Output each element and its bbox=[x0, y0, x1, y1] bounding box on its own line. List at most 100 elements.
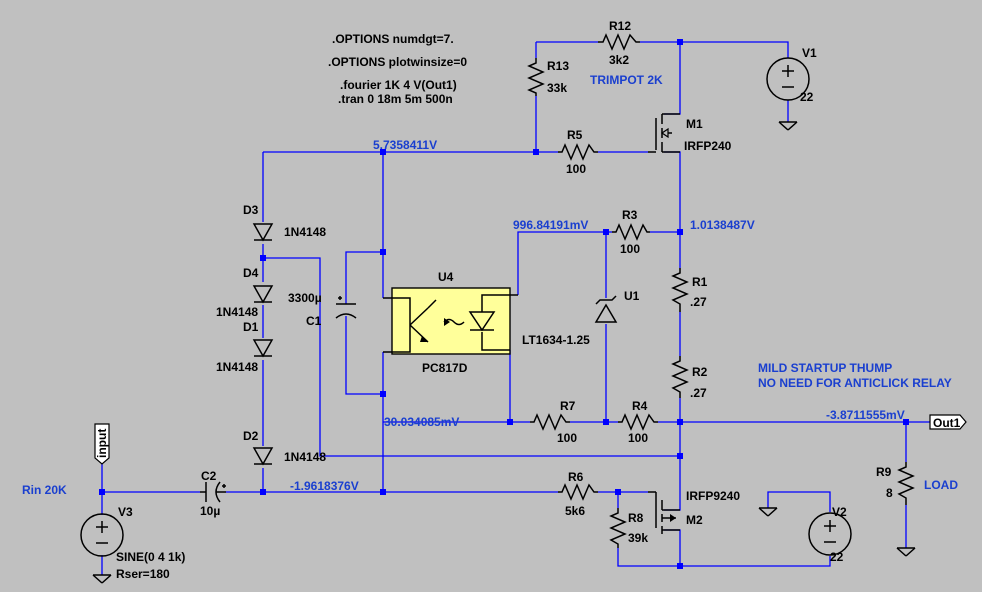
component-value: 5k6 bbox=[565, 504, 585, 518]
diode-d4[interactable] bbox=[252, 285, 274, 304]
component-name: M2 bbox=[686, 513, 703, 527]
component-value: 22 bbox=[830, 550, 844, 564]
voltage-label: 1.0138487V bbox=[690, 218, 755, 232]
resistor-r5[interactable] bbox=[558, 143, 598, 161]
resistor-r12[interactable] bbox=[598, 33, 640, 51]
component-value: IRFP240 bbox=[684, 139, 732, 153]
component-name: U4 bbox=[438, 270, 454, 284]
component-value: 100 bbox=[566, 162, 586, 176]
component-name: D3 bbox=[243, 203, 259, 217]
component-name: D4 bbox=[243, 266, 259, 280]
component-name: D2 bbox=[243, 429, 259, 443]
component-value: .27 bbox=[690, 386, 707, 400]
resistor-r9[interactable] bbox=[897, 462, 915, 505]
component-name: R2 bbox=[692, 365, 708, 379]
optocoupler-u4[interactable] bbox=[383, 287, 518, 355]
resistor-r6[interactable] bbox=[558, 483, 598, 501]
component-name: R4 bbox=[632, 399, 648, 413]
ground-icon bbox=[758, 507, 778, 517]
component-value: PC817D bbox=[422, 361, 468, 375]
voltage-label: 30.034085mV bbox=[384, 415, 459, 429]
component-name: C1 bbox=[306, 314, 322, 328]
component-value: 1N4148 bbox=[216, 305, 258, 319]
spice-directive: .OPTIONS numdgt=7. bbox=[332, 32, 454, 46]
component-name: R8 bbox=[628, 511, 644, 525]
mosfet-m1[interactable] bbox=[648, 113, 680, 153]
diode-d3[interactable] bbox=[252, 223, 274, 242]
component-value: 22 bbox=[800, 90, 814, 104]
resistor-r13[interactable] bbox=[527, 58, 545, 96]
ground-icon bbox=[896, 547, 916, 557]
resistor-r2[interactable] bbox=[671, 356, 689, 398]
voltage-label: 5.7358411V bbox=[373, 138, 437, 152]
component-value: 100 bbox=[620, 242, 640, 256]
component-value: 1N4148 bbox=[284, 225, 326, 239]
component-value: 10µ bbox=[200, 504, 220, 518]
capacitor-c1[interactable] bbox=[335, 296, 357, 319]
component-value: 3300µ bbox=[288, 291, 322, 305]
note-relay: NO NEED FOR ANTICLICK RELAY bbox=[758, 376, 952, 390]
component-value: 100 bbox=[628, 431, 648, 445]
component-name: M1 bbox=[686, 117, 703, 131]
component-name: V3 bbox=[118, 505, 133, 519]
capacitor-c2[interactable] bbox=[200, 481, 226, 503]
component-value: IRFP9240 bbox=[686, 489, 740, 503]
component-name: R3 bbox=[622, 208, 638, 222]
component-name: R5 bbox=[567, 128, 583, 142]
component-value: 33k bbox=[547, 81, 567, 95]
component-name: R6 bbox=[568, 470, 584, 484]
spice-directive: .OPTIONS plotwinsize=0 bbox=[328, 55, 467, 69]
resistor-r1[interactable] bbox=[671, 268, 689, 312]
component-value: 8 bbox=[886, 486, 893, 500]
ground-icon bbox=[778, 121, 798, 131]
diode-d2[interactable] bbox=[252, 447, 274, 466]
component-name: R12 bbox=[609, 19, 631, 33]
spice-directive: .fourier 1K 4 V(Out1) bbox=[340, 78, 457, 92]
resistor-r7[interactable] bbox=[530, 413, 570, 431]
resistor-r8[interactable] bbox=[609, 508, 627, 548]
output-port-out1[interactable]: Out1 bbox=[929, 414, 967, 430]
output-port-label: Out1 bbox=[933, 416, 961, 430]
ground-icon bbox=[92, 574, 112, 584]
voltage-source-v3[interactable] bbox=[80, 513, 124, 584]
component-value: 1N4148 bbox=[284, 450, 326, 464]
voltage-reference-u1[interactable] bbox=[594, 295, 618, 323]
component-name: R7 bbox=[560, 399, 576, 413]
component-name: V1 bbox=[802, 46, 817, 60]
input-port-label: input bbox=[95, 429, 109, 458]
voltage-label: -3.8711555mV bbox=[826, 408, 905, 422]
mosfet-m2[interactable] bbox=[648, 491, 680, 534]
component-name: D1 bbox=[243, 320, 259, 334]
note-thump: MILD STARTUP THUMP bbox=[758, 361, 892, 375]
junctions bbox=[99, 39, 909, 569]
voltage-source-v1[interactable] bbox=[766, 57, 810, 131]
input-port[interactable]: input bbox=[94, 423, 110, 465]
resistor-r4[interactable] bbox=[618, 413, 658, 431]
component-value: 39k bbox=[628, 531, 648, 545]
component-value: 1N4148 bbox=[216, 360, 258, 374]
component-name: R13 bbox=[547, 59, 569, 73]
component-name: R9 bbox=[876, 465, 892, 479]
spice-directive: .tran 0 18m 5m 500n bbox=[338, 92, 453, 106]
component-value: SINE(0 4 1k) bbox=[116, 550, 185, 564]
diode-d1[interactable] bbox=[252, 339, 274, 358]
component-value: 3k2 bbox=[609, 53, 629, 67]
voltage-label: -1.9618376V bbox=[290, 479, 359, 493]
component-value: LT1634-1.25 bbox=[522, 333, 590, 347]
voltage-label: 996.84191mV bbox=[513, 218, 588, 232]
component-name: R1 bbox=[692, 275, 708, 289]
component-name: V2 bbox=[832, 505, 847, 519]
note-load: LOAD bbox=[924, 478, 958, 492]
component-extra: Rser=180 bbox=[116, 567, 170, 581]
component-name: C2 bbox=[201, 469, 217, 483]
component-value: .27 bbox=[690, 295, 707, 309]
resistor-r3[interactable] bbox=[612, 223, 650, 241]
wires bbox=[101, 41, 930, 575]
note-rin: Rin 20K bbox=[22, 483, 67, 497]
note-trimpot: TRIMPOT 2K bbox=[590, 73, 663, 87]
component-name: U1 bbox=[624, 289, 640, 303]
component-value: 100 bbox=[557, 431, 577, 445]
voltage-source-v2[interactable] bbox=[758, 507, 852, 556]
